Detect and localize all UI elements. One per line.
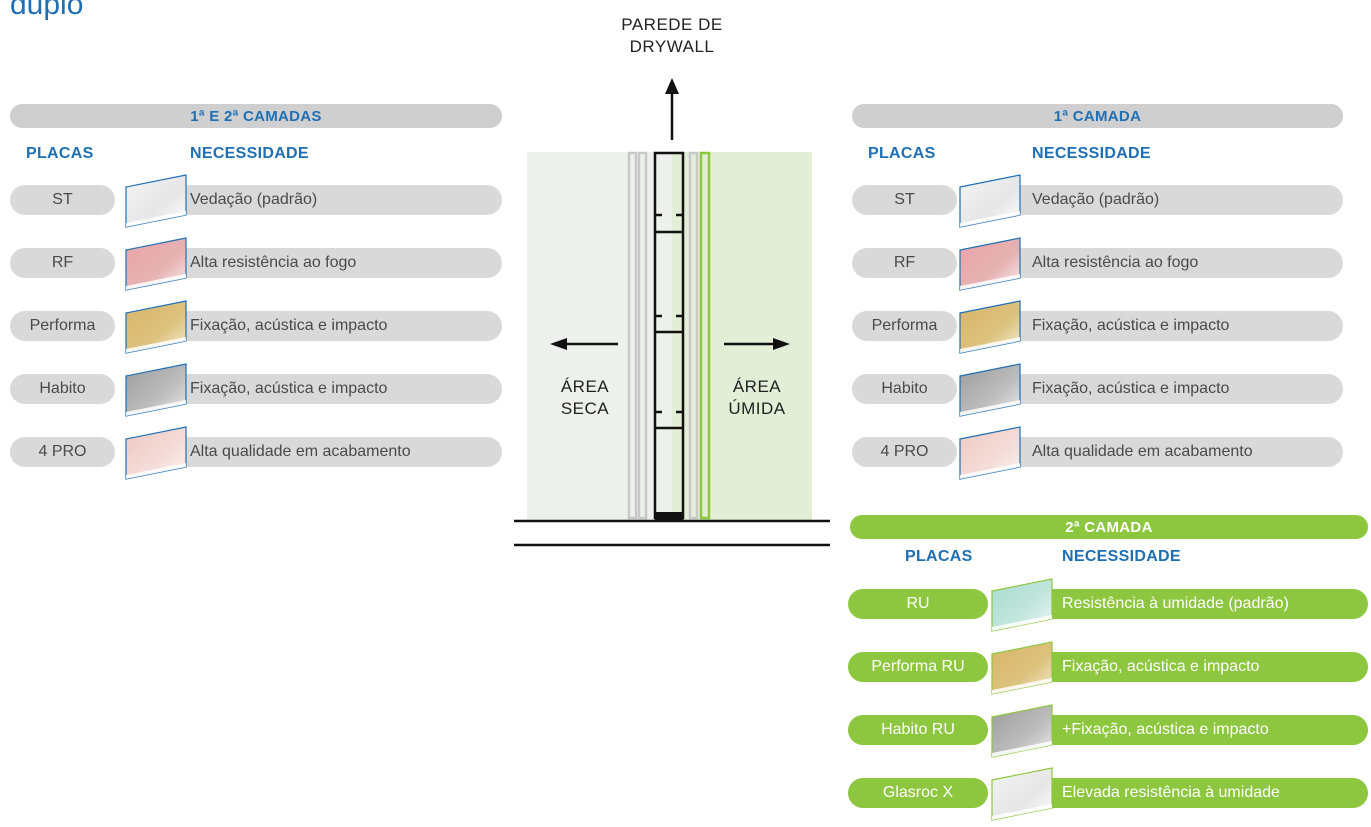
necessidade-text: Fixação, acústica e impacto: [1038, 652, 1368, 682]
placa-name: Glasroc X: [848, 778, 988, 808]
necessidade-text: Alta resistência ao fogo: [160, 248, 502, 278]
placa-name: 4 PRO: [852, 437, 957, 467]
table-row: ST Vedação (padrão): [10, 174, 502, 228]
yellow-board-icon: [124, 299, 187, 354]
wall-label-line-2: DRYWALL: [629, 37, 715, 56]
yellow-board-icon: [990, 640, 1053, 695]
necessidade-text: Elevada resistência à umidade: [1038, 778, 1368, 808]
wall-label-line-1: PAREDE DE: [621, 15, 723, 34]
necessidade-column-header: NECESSIDADE: [190, 145, 309, 162]
placa-name: ST: [10, 185, 115, 215]
table-row: Performa Fixação, acústica e impacto: [852, 300, 1343, 354]
wet-area-zone: [672, 152, 812, 520]
placas-column-header: PLACAS: [26, 145, 94, 162]
necessidade-text: Alta resistência ao fogo: [1002, 248, 1343, 278]
dry-area-label: ÁREA SECA: [540, 376, 630, 420]
right-panel-2-header: 2ª CAMADA: [850, 515, 1368, 539]
right-arrow-icon: [724, 338, 790, 350]
gray-board-icon: [124, 362, 187, 417]
necessidade-text: +Fixação, acústica e impacto: [1038, 715, 1368, 745]
placa-name: RU: [848, 589, 988, 619]
pink-board-icon: [124, 236, 187, 291]
page-title: duplo: [10, 0, 84, 21]
white-board-icon: [958, 173, 1021, 228]
white-board-icon: [124, 173, 187, 228]
necessidade-text: Fixação, acústica e impacto: [160, 374, 502, 404]
dry-area-label-line-2: SECA: [560, 399, 610, 418]
table-row: 4 PRO Alta qualidade em acabamento: [852, 426, 1343, 480]
necessidade-text: Fixação, acústica e impacto: [1002, 374, 1343, 404]
yellow-board-icon: [958, 299, 1021, 354]
placa-name: Habito RU: [848, 715, 988, 745]
necessidade-text: Fixação, acústica e impacto: [1002, 311, 1343, 341]
placa-name: Habito: [10, 374, 115, 404]
placa-name: Performa: [852, 311, 957, 341]
dry-board-2: [637, 151, 648, 520]
wall-label: PAREDE DE DRYWALL: [572, 14, 772, 58]
gray-board-icon: [990, 703, 1053, 758]
placa-name: RF: [852, 248, 957, 278]
necessidade-text: Resistência à umidade (padrão): [1038, 589, 1368, 619]
table-row: 4 PRO Alta qualidade em acabamento: [10, 426, 502, 480]
necessidade-text: Vedação (padrão): [160, 185, 502, 215]
steel-stud-profile: [653, 151, 685, 520]
table-row: Habito Fixação, acústica e impacto: [852, 363, 1343, 417]
placa-name: 4 PRO: [10, 437, 115, 467]
table-row: ST Vedação (padrão): [852, 174, 1343, 228]
left-arrow-icon: [550, 338, 618, 350]
dry-board-1: [627, 151, 638, 520]
necessidade-text: Alta qualidade em acabamento: [1002, 437, 1343, 467]
placa-name: Habito: [852, 374, 957, 404]
placa-name: RF: [10, 248, 115, 278]
placa-name: ST: [852, 185, 957, 215]
table-row: Performa RU Fixação, acústica e impacto: [848, 641, 1368, 695]
table-row: Habito RU +Fixação, acústica e impacto: [848, 704, 1368, 758]
white-board-icon: [990, 766, 1053, 821]
necessidade-text: Fixação, acústica e impacto: [160, 311, 502, 341]
necessidade-text: Vedação (padrão): [1002, 185, 1343, 215]
pink-board-icon: [958, 236, 1021, 291]
left-panel-header: 1ª E 2ª CAMADAS: [10, 104, 502, 128]
placa-name: Performa RU: [848, 652, 988, 682]
light-pink-board-icon: [958, 425, 1021, 480]
table-row: RF Alta resistência ao fogo: [852, 237, 1343, 291]
necessidade-column-header: NECESSIDADE: [1062, 548, 1181, 565]
necessidade-column-header: NECESSIDADE: [1032, 145, 1151, 162]
right-panel-1-header: 1ª CAMADA: [852, 104, 1343, 128]
table-row: Performa Fixação, acústica e impacto: [10, 300, 502, 354]
table-row: Habito Fixação, acústica e impacto: [10, 363, 502, 417]
necessidade-text: Alta qualidade em acabamento: [160, 437, 502, 467]
table-row: RF Alta resistência ao fogo: [10, 237, 502, 291]
light-pink-board-icon: [124, 425, 187, 480]
placas-column-header: PLACAS: [868, 145, 936, 162]
placa-name: Performa: [10, 311, 115, 341]
wet-area-label-line-2: ÚMIDA: [728, 399, 786, 418]
gray-board-icon: [958, 362, 1021, 417]
wet-board-1: [688, 151, 699, 520]
table-row: RU Resistência à umidade (padrão): [848, 578, 1368, 632]
up-arrow-icon: [665, 78, 679, 140]
dry-area-label-line-1: ÁREA: [560, 377, 610, 396]
table-row: Glasroc X Elevada resistência à umidade: [848, 767, 1368, 821]
wet-board-2: [699, 151, 711, 520]
bottom-track: [655, 512, 683, 520]
green-board-icon: [990, 577, 1053, 632]
placas-column-header: PLACAS: [905, 548, 973, 565]
wet-area-label: ÁREA ÚMIDA: [712, 376, 802, 420]
dry-area-zone: [527, 152, 672, 520]
wet-area-label-line-1: ÁREA: [732, 377, 782, 396]
